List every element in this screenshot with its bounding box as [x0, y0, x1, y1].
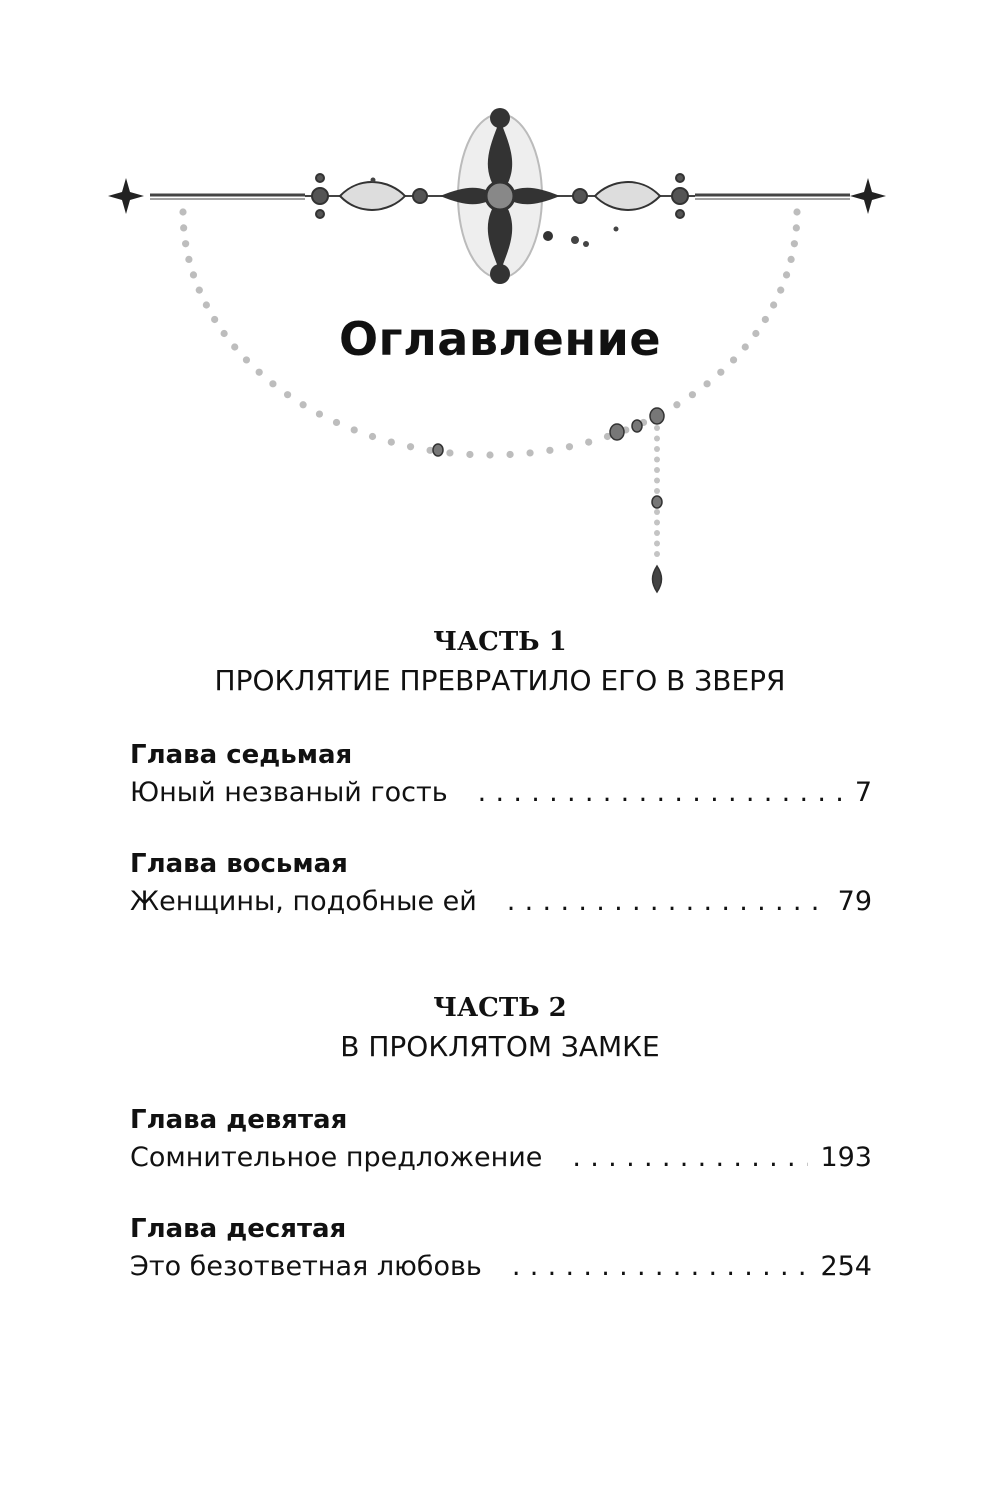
- part-label: ЧАСТЬ 1: [433, 627, 567, 657]
- bead: [654, 551, 660, 557]
- part-name: В ПРОКЛЯТОМ ЗАМКЕ: [340, 1030, 660, 1063]
- flourish-icon: [311, 173, 689, 219]
- bead: [350, 426, 358, 434]
- hanging-chain: [654, 425, 660, 557]
- bead: [315, 410, 324, 418]
- bead: [565, 443, 574, 451]
- part-1-header: ЧАСТЬ 1 ПРОКЛЯТИЕ ПРЕВРАТИЛО ЕГО В ЗВЕРЯ: [0, 624, 1000, 702]
- bead: [185, 255, 193, 264]
- bead: [792, 224, 800, 232]
- bead: [332, 418, 341, 427]
- bead: [585, 438, 593, 446]
- bead: [231, 343, 239, 351]
- bead: [688, 391, 697, 399]
- chapter-title: Юный незваный гость: [130, 777, 448, 808]
- part-name: ПРОКЛЯТИЕ ПРЕВРАТИЛО ЕГО В ЗВЕРЯ: [214, 664, 786, 697]
- bead: [406, 443, 415, 451]
- bead: [729, 356, 738, 364]
- chapter-heading: Глава девятая: [130, 1105, 348, 1135]
- gem-icon: [432, 407, 665, 594]
- bead: [787, 255, 795, 264]
- bead: [269, 380, 277, 388]
- bead: [242, 356, 251, 364]
- bead: [793, 208, 801, 216]
- bead: [182, 240, 190, 248]
- bead: [180, 224, 188, 232]
- bead: [752, 329, 760, 338]
- bead: [466, 450, 474, 459]
- bead: [741, 343, 749, 351]
- bead: [673, 401, 681, 409]
- toc-entry[interactable]: Глава десятая Это безответная любовь....…: [130, 1210, 872, 1286]
- bead: [546, 446, 554, 454]
- bead: [654, 540, 660, 547]
- bead: [506, 450, 514, 459]
- bead: [654, 530, 660, 536]
- bead: [211, 315, 219, 324]
- bead: [220, 329, 228, 338]
- bead: [654, 446, 660, 452]
- central-medallion-icon: [370, 108, 619, 284]
- bead: [603, 432, 612, 441]
- bead: [654, 519, 660, 526]
- bead: [761, 315, 769, 324]
- chapter-title: Это безответная любовь: [130, 1251, 482, 1282]
- bead: [202, 301, 210, 309]
- bead: [654, 509, 660, 515]
- page-number: 254: [820, 1251, 872, 1282]
- bead: [446, 449, 454, 457]
- bead: [299, 401, 307, 409]
- bead: [255, 368, 263, 376]
- part-label: ЧАСТЬ 2: [433, 993, 567, 1023]
- bead: [368, 432, 377, 441]
- toc-entry[interactable]: Глава восьмая Женщины, подобные ей......…: [130, 845, 872, 921]
- chapter-title: Женщины, подобные ей: [130, 886, 477, 917]
- bead: [283, 391, 292, 399]
- decorative-ornament: [108, 108, 886, 594]
- chapter-heading: Глава седьмая: [130, 740, 353, 770]
- chapter-heading: Глава восьмая: [130, 849, 348, 879]
- page-number: 7: [854, 777, 872, 808]
- bead: [654, 435, 660, 442]
- star-icon: [108, 178, 886, 214]
- bead: [790, 240, 798, 248]
- bead: [654, 477, 660, 484]
- page-number: 193: [820, 1142, 872, 1173]
- bead: [782, 271, 791, 279]
- bead: [717, 368, 725, 376]
- chapter-heading: Глава десятая: [130, 1214, 347, 1244]
- bead: [654, 456, 660, 463]
- page-title: Оглавление: [338, 312, 662, 366]
- bead: [486, 451, 494, 459]
- dot-leader: ........................................: [572, 1142, 808, 1173]
- chapter-title: Сомнительное предложение: [130, 1142, 543, 1173]
- dot-leader: ........................................: [477, 777, 843, 808]
- bead: [770, 301, 778, 309]
- dot-leader: ........................................: [511, 1251, 809, 1282]
- bead: [703, 380, 711, 388]
- bead: [654, 467, 660, 473]
- bead: [387, 438, 395, 446]
- bead: [426, 446, 434, 454]
- dot-leader: ........................................: [506, 886, 826, 917]
- bead: [654, 488, 660, 494]
- bead: [179, 208, 187, 216]
- bead: [654, 425, 660, 431]
- page-number: 79: [837, 886, 872, 917]
- part-2-header: ЧАСТЬ 2 В ПРОКЛЯТОМ ЗАМКЕ: [0, 990, 1000, 1068]
- bead: [195, 286, 203, 294]
- bead: [526, 449, 534, 457]
- toc-entry[interactable]: Глава девятая Сомнительное предложение..…: [130, 1101, 872, 1177]
- bead: [189, 271, 198, 279]
- bead: [777, 286, 785, 294]
- beaded-arc: [179, 208, 801, 459]
- toc-entry[interactable]: Глава седьмая Юный незваный гость.......…: [130, 736, 872, 812]
